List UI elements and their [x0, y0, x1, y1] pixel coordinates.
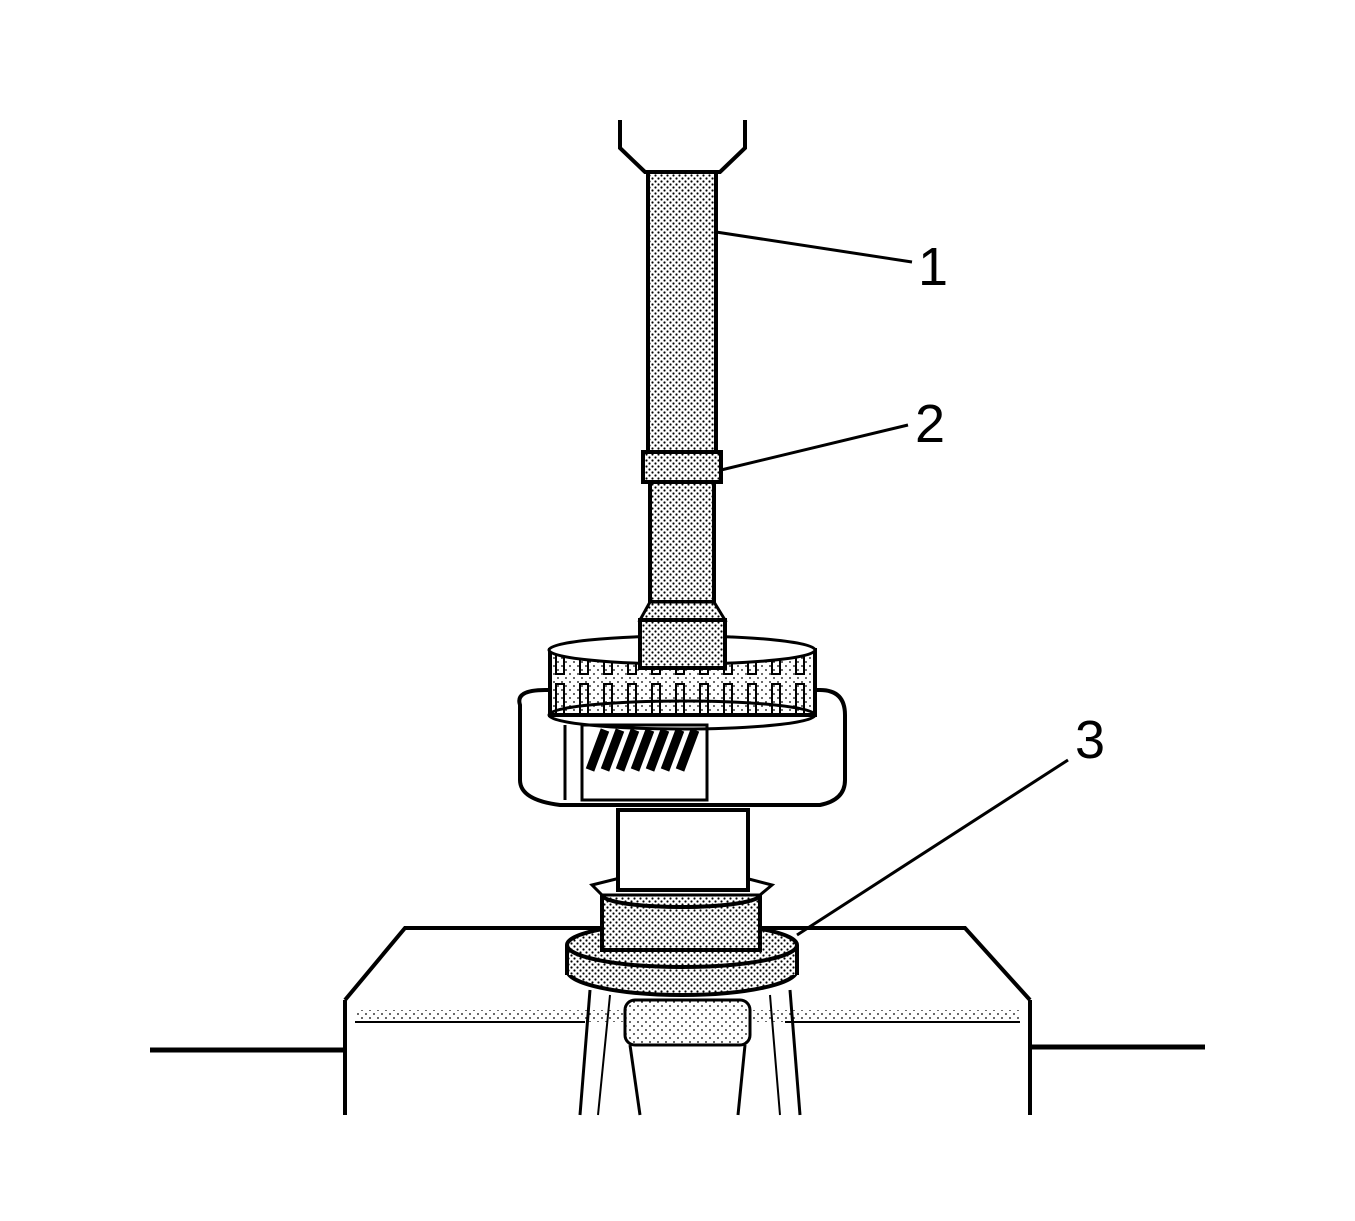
leader-line-1	[715, 230, 913, 264]
callout-2-label: 2	[915, 394, 945, 454]
output-shaft	[578, 989, 802, 1116]
leader-line-3	[796, 758, 1069, 937]
callout-1-label: 1	[918, 237, 948, 297]
adapter-collar	[637, 450, 728, 670]
press-ram	[618, 120, 747, 454]
leader-lines	[715, 230, 1069, 937]
callout-3-label: 3	[1075, 710, 1105, 770]
hub	[616, 808, 750, 892]
gear-carrier	[517, 688, 847, 807]
helical-gear-teeth	[585, 728, 700, 772]
leader-line-2	[720, 423, 909, 472]
